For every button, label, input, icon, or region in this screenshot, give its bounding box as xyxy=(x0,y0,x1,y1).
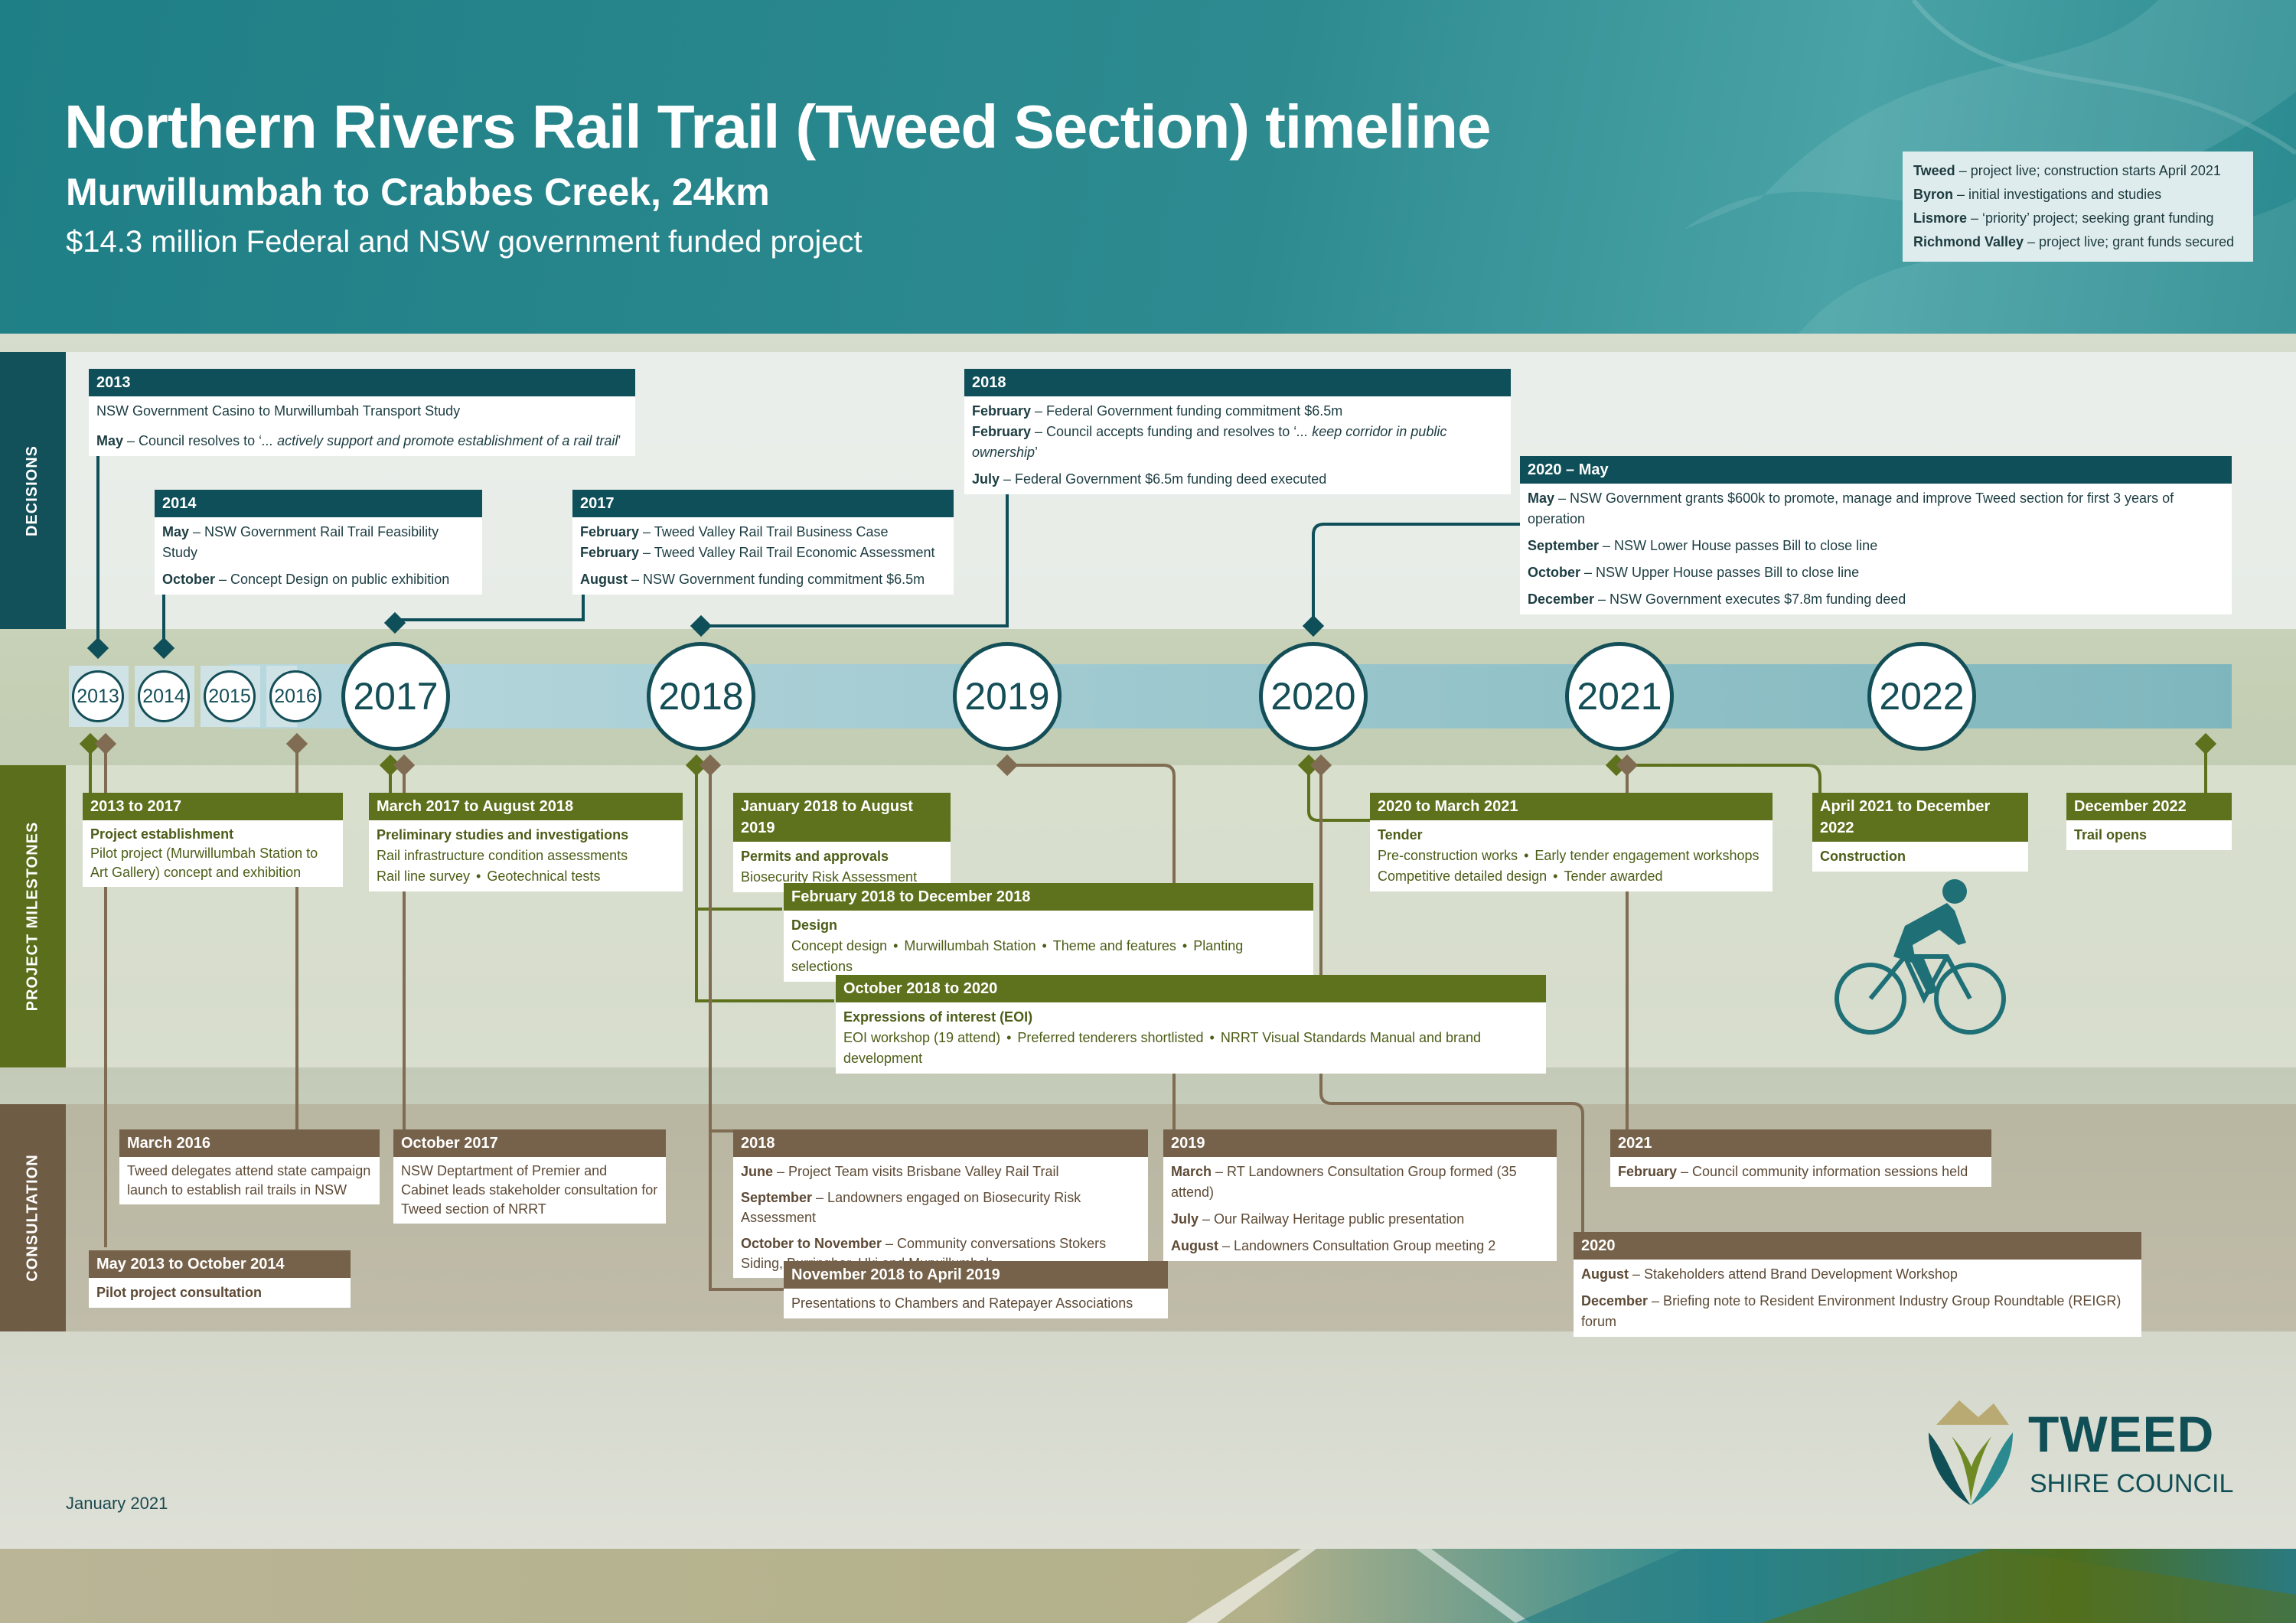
funding-line: $14.3 million Federal and NSW government… xyxy=(66,225,863,259)
footer-band xyxy=(0,1549,2296,1623)
legend-item: Byron – initial investigations and studi… xyxy=(1913,187,2162,202)
header-banner: Northern Rivers Rail Trail (Tweed Sectio… xyxy=(0,0,2296,334)
tweed-logo: TWEED SHIRE COUNCIL xyxy=(1921,1394,2242,1509)
year-marker-2017: 2017 xyxy=(341,642,450,751)
year-marker-2015: 2015 xyxy=(204,670,256,722)
milestone-card-design: February 2018 to December 2018 Design Co… xyxy=(784,883,1313,982)
consultation-card-2019: 2019 March – RT Landowners Consultation … xyxy=(1163,1129,1557,1261)
year-marker-2016: 2016 xyxy=(269,670,321,722)
decision-card-2020: 2020 – May May – NSW Government grants $… xyxy=(1520,456,2232,614)
consultation-card-2021: 2021 February – Council community inform… xyxy=(1610,1129,1991,1187)
year-marker-2020: 2020 xyxy=(1259,642,1368,751)
tweed-leaf-icon xyxy=(1929,1400,2013,1505)
legend-item: Lismore – ‘priority’ project; seeking gr… xyxy=(1913,210,2214,226)
decisions-label: DECISIONS xyxy=(0,352,66,629)
consultation-card-march-2016: March 2016 Tweed delegates attend state … xyxy=(119,1129,380,1204)
logo-subtitle: SHIRE COUNCIL xyxy=(2030,1469,2234,1498)
milestone-card-permits: January 2018 to August 2019 Permits and … xyxy=(733,793,951,892)
page-subtitle: Murwillumbah to Crabbes Creek, 24km xyxy=(66,171,770,213)
milestone-card-construction: April 2021 to December 2022 Construction xyxy=(1812,793,2028,872)
decision-card-2013: 2013 NSW Government Casino to Murwillumb… xyxy=(89,369,635,456)
consultation-card-2020: 2020 August – Stakeholders attend Brand … xyxy=(1574,1232,2141,1337)
footer-pattern xyxy=(1186,1549,2296,1623)
consultation-card-pilot: May 2013 to October 2014 Pilot project c… xyxy=(89,1250,351,1308)
cyclist-icon xyxy=(1835,879,2006,1035)
page-title: Northern Rivers Rail Trail (Tweed Sectio… xyxy=(64,93,1492,161)
consultation-card-october-2017: October 2017 NSW Deptartment of Premier … xyxy=(393,1129,666,1224)
decision-card-2017: 2017 February – Tweed Valley Rail Trail … xyxy=(572,490,954,595)
milestone-card-trail-opens: December 2022 Trail opens xyxy=(2066,793,2232,850)
milestones-label: PROJECT MILESTONES xyxy=(0,765,66,1067)
consultation-card-2018: 2018 June – Project Team visits Brisbane… xyxy=(733,1129,1148,1278)
year-marker-2018: 2018 xyxy=(647,642,755,751)
year-marker-2021: 2021 xyxy=(1565,642,1674,751)
consultation-label: CONSULTATION xyxy=(0,1104,66,1331)
year-marker-2014: 2014 xyxy=(138,670,190,722)
decision-card-2018: 2018 February – Federal Government fundi… xyxy=(964,369,1511,494)
logo-name: TWEED xyxy=(2028,1406,2215,1462)
milestone-card-project-establishment: 2013 to 2017 Project establishment Pilot… xyxy=(83,793,343,887)
year-marker-2022: 2022 xyxy=(1867,642,1976,751)
milestone-card-preliminary-studies: March 2017 to August 2018 Preliminary st… xyxy=(369,793,683,891)
milestone-card-tender: 2020 to March 2021 Tender Pre-constructi… xyxy=(1370,793,1773,891)
consultation-card-presentations: November 2018 to April 2019 Presentation… xyxy=(784,1261,1168,1318)
decision-card-2014: 2014 May – NSW Government Rail Trail Fea… xyxy=(155,490,482,595)
council-legend: Tweed – project live; construction start… xyxy=(1903,152,2253,262)
year-marker-2019: 2019 xyxy=(953,642,1062,751)
legend-item: Richmond Valley – project live; grant fu… xyxy=(1913,234,2235,249)
milestone-card-eoi: October 2018 to 2020 Expressions of inte… xyxy=(836,975,1546,1074)
legend-item: Tweed – project live; construction start… xyxy=(1913,163,2221,178)
publication-date: January 2021 xyxy=(66,1494,168,1513)
year-marker-2013: 2013 xyxy=(72,670,124,722)
